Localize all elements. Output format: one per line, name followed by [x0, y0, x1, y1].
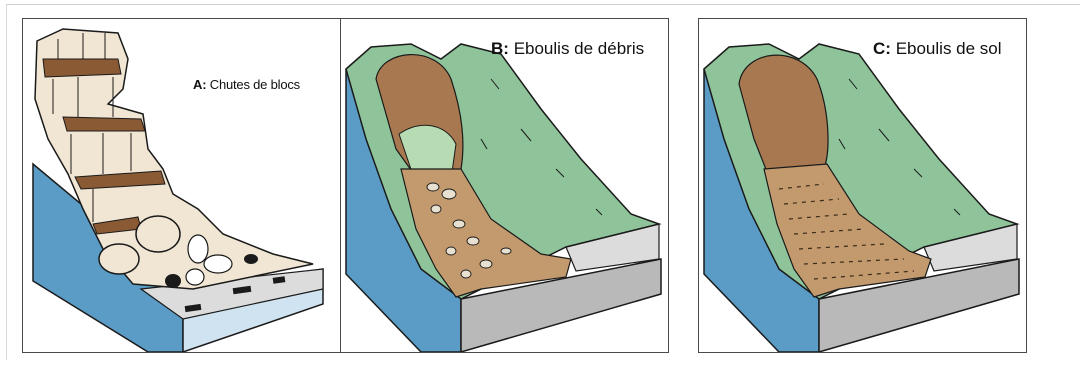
figure-frame — [6, 4, 1080, 360]
caption-soil-slide: C: Eboulis de sol — [873, 39, 1002, 58]
panel-debris-slide: B: Eboulis de débris — [340, 18, 669, 353]
debris-slide-illustration — [345, 43, 662, 352]
rockfall-illustration — [32, 28, 324, 352]
caption-debris-slide: B: Eboulis de débris — [491, 39, 645, 58]
panel-rockfall: A: Chutes de blocs — [22, 18, 351, 353]
caption-rockfall: A: Chutes de blocs — [193, 77, 300, 92]
soil-slide-illustration — [703, 43, 1020, 352]
panel-soil-slide: C: Eboulis de sol — [698, 18, 1027, 353]
